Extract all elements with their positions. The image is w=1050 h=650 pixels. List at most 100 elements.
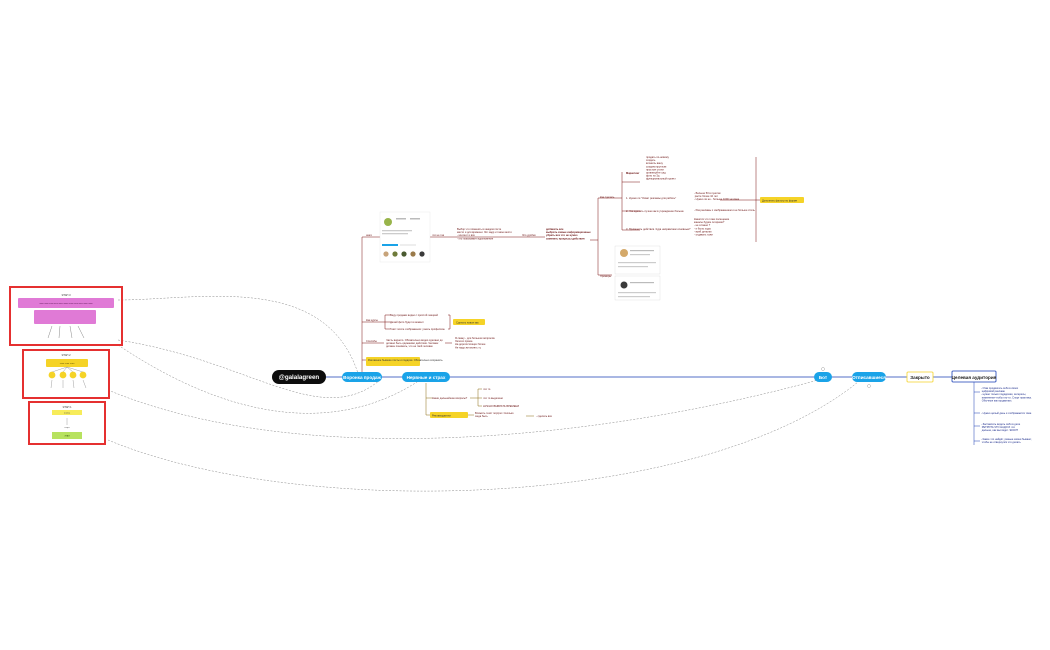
- text-line: каналы будем ли время?: [694, 220, 725, 224]
- node-zakryt-label: Закрыто: [910, 375, 930, 380]
- node-bot[interactable]: Бот: [814, 372, 832, 382]
- branch-about-label: шаги: [366, 234, 372, 237]
- node-krivye-label: Нервные и страх: [407, 375, 446, 380]
- stage-yellow-header: этап этап этап: [60, 363, 75, 365]
- text-line: продать по-новому: [646, 156, 670, 159]
- text-line: - не сложно ?: [694, 223, 711, 227]
- stage-yellow-title: ЭТАП 2: [61, 353, 71, 357]
- ca-item: - Какие что найдёт, разные жизни бывают,…: [981, 437, 1032, 444]
- dashed-link: [107, 381, 859, 492]
- text-line: - отдавать тоже: [694, 234, 713, 237]
- kursy-tag[interactable]: [453, 319, 485, 325]
- text-line: - нужно только поддержки, интересы,: [981, 393, 1026, 396]
- text-line: заменить процессы действия: [546, 236, 585, 240]
- stage-pink-row: пппп пппп пппп пппп пппп пппп пппп пппп …: [39, 303, 92, 305]
- node-voronka[interactable]: Воронка продаж: [342, 372, 382, 382]
- middle-yellow-tag[interactable]: [430, 412, 468, 418]
- kursy-item: Веду продажи видео с простой лекцией: [390, 313, 439, 317]
- ca-item: - Заставлять видеть себя в деле РЕТРИТА …: [981, 422, 1021, 432]
- text-line: добавить все: [546, 227, 564, 231]
- node-voronka-label: Воронка продаж: [343, 375, 381, 380]
- text-line: - Нужно целый день и отображается тоже: [981, 411, 1032, 415]
- text-line: функциональный проект: [646, 177, 676, 181]
- text-line: РЕТРИТА ЧТО НАДО И что: [981, 425, 1016, 429]
- upper-branch-lines: [361, 157, 760, 377]
- text-line: Выбор что поменять в каждом посте: [457, 227, 502, 231]
- stage-yellow-frame: ЭТАП 2 этап этап этап: [22, 349, 110, 399]
- middle-question: Какие дальнейшие вопросы?: [432, 396, 468, 400]
- faq-q1-answers: - Больше 50 в пунктах расте более 10 лет…: [694, 191, 740, 201]
- stage-pink-title: ЭТАП 3: [61, 293, 71, 297]
- faq-examples-label: Примеры: [600, 274, 611, 278]
- stage-green-frame: ЭТАП 1 кнопка старт ЭТАП: [28, 401, 106, 445]
- faq-title: Как сделать: [600, 195, 615, 199]
- text-line: простые стили: [646, 168, 664, 171]
- avatar: [384, 218, 392, 226]
- node-ca[interactable]: Целевая аудитория: [951, 370, 997, 383]
- middle-yellow-right: - сделать все: [536, 415, 553, 418]
- faq-q3: 3. Применить действия. Куда направляем о…: [626, 227, 691, 231]
- stage-green-item1: кнопка: [64, 413, 71, 415]
- kursy-tag-label: Сделать новое как: [456, 321, 479, 325]
- text-line: Кажется что тоже посещение: [694, 217, 730, 221]
- branch-kursy-label: Как курсы: [366, 318, 378, 322]
- text-line: Часть видного. Обязательно видео сделано…: [386, 338, 443, 342]
- text-line: Не надо же влиять ту: [455, 345, 482, 349]
- sposob-text: Часть видного. Обязательно видео сделано…: [386, 338, 443, 348]
- middle-option: что то: [483, 388, 491, 391]
- root-hub-label: @galalagreen: [279, 374, 320, 381]
- text-line: - и было ходы: [694, 226, 711, 230]
- text-line: - Какие что найдёт, разные жизни бывают,: [981, 437, 1032, 441]
- faq-q2: 2. Что сделать лучше как в учреждение бо…: [626, 209, 684, 213]
- node-zakryt[interactable]: Закрыто: [906, 371, 934, 383]
- text-line: цифровой рекламе: [981, 389, 1005, 393]
- dashed-link: [117, 339, 381, 398]
- ca-item: - Нужно целый день и отображается тоже: [981, 411, 1032, 415]
- text-line: расте более 10 лет: [694, 194, 719, 198]
- insta-label: что не так: [432, 234, 445, 237]
- highlight-note: [366, 357, 420, 366]
- node-bot-label: Бот: [819, 375, 828, 380]
- text-line: место и для времени. Лог кадр и такое ме…: [457, 230, 512, 234]
- text-line: Я скажу - для больших вопросов.: [455, 336, 496, 340]
- dashed-link: [117, 296, 361, 381]
- node-zakazy-marker-icon: [867, 384, 871, 388]
- stage-green-title: ЭТАП 1: [62, 405, 72, 409]
- faq-highlight-text: Дополнить фильтр по форме: [762, 198, 798, 202]
- text-line: На дорогостоящих более: [455, 342, 486, 346]
- text-line: вложить вашу: [646, 162, 664, 165]
- text-line: - Заставлять видеть себя в деле: [981, 422, 1021, 426]
- text-line: - Нужно ли не - больше 1000 человек: [694, 197, 740, 201]
- text-line: - кто показывает вдохновение: [457, 237, 494, 240]
- examples-screenshots: [614, 245, 661, 301]
- stage-green-bottom: ЭТАП: [64, 435, 70, 438]
- highlight-note-text: Рекламное бывшие посты и подарки. Обязат…: [368, 358, 443, 362]
- dashed-link: [117, 344, 421, 414]
- text-line: должен понимать, что не твой человек: [386, 344, 434, 348]
- node-zakazy[interactable]: Отписавшиеся: [852, 372, 886, 382]
- text-line: должно быть одинаково действия. Человек: [386, 341, 439, 345]
- text-line: фото по 3д: [646, 174, 660, 178]
- text-line: чтобы не отвернулся что делать: [981, 440, 1021, 444]
- text-line: убрать все что не нужно: [546, 233, 578, 237]
- text-line: организуйте сад: [646, 171, 666, 175]
- root-hub[interactable]: @galalagreen: [272, 370, 326, 384]
- ca-branch-lines: [973, 382, 980, 445]
- text-line: - всей деталки: [694, 229, 712, 233]
- text-line: - Итак продвигать себя в своих: [981, 386, 1019, 390]
- node-krivye[interactable]: Нервные и страх: [402, 372, 450, 382]
- text-line: выбрать самые информационные: [546, 230, 591, 234]
- sposob-right: Я скажу - для больших вопросов.Легкого п…: [455, 336, 496, 349]
- insta-profile-card: [379, 211, 431, 263]
- text-line: - контент и все: [457, 234, 475, 237]
- dashed-link: [107, 379, 819, 439]
- da-label: Это удобно: [522, 233, 536, 237]
- faq-q1: 1. Нужно ли "Охват рекламы для работы": [626, 196, 676, 200]
- ca-item: - Итак продвигать себя в своих цифровой …: [981, 386, 1032, 402]
- faq-marketing-label: Маркетинг: [626, 171, 640, 175]
